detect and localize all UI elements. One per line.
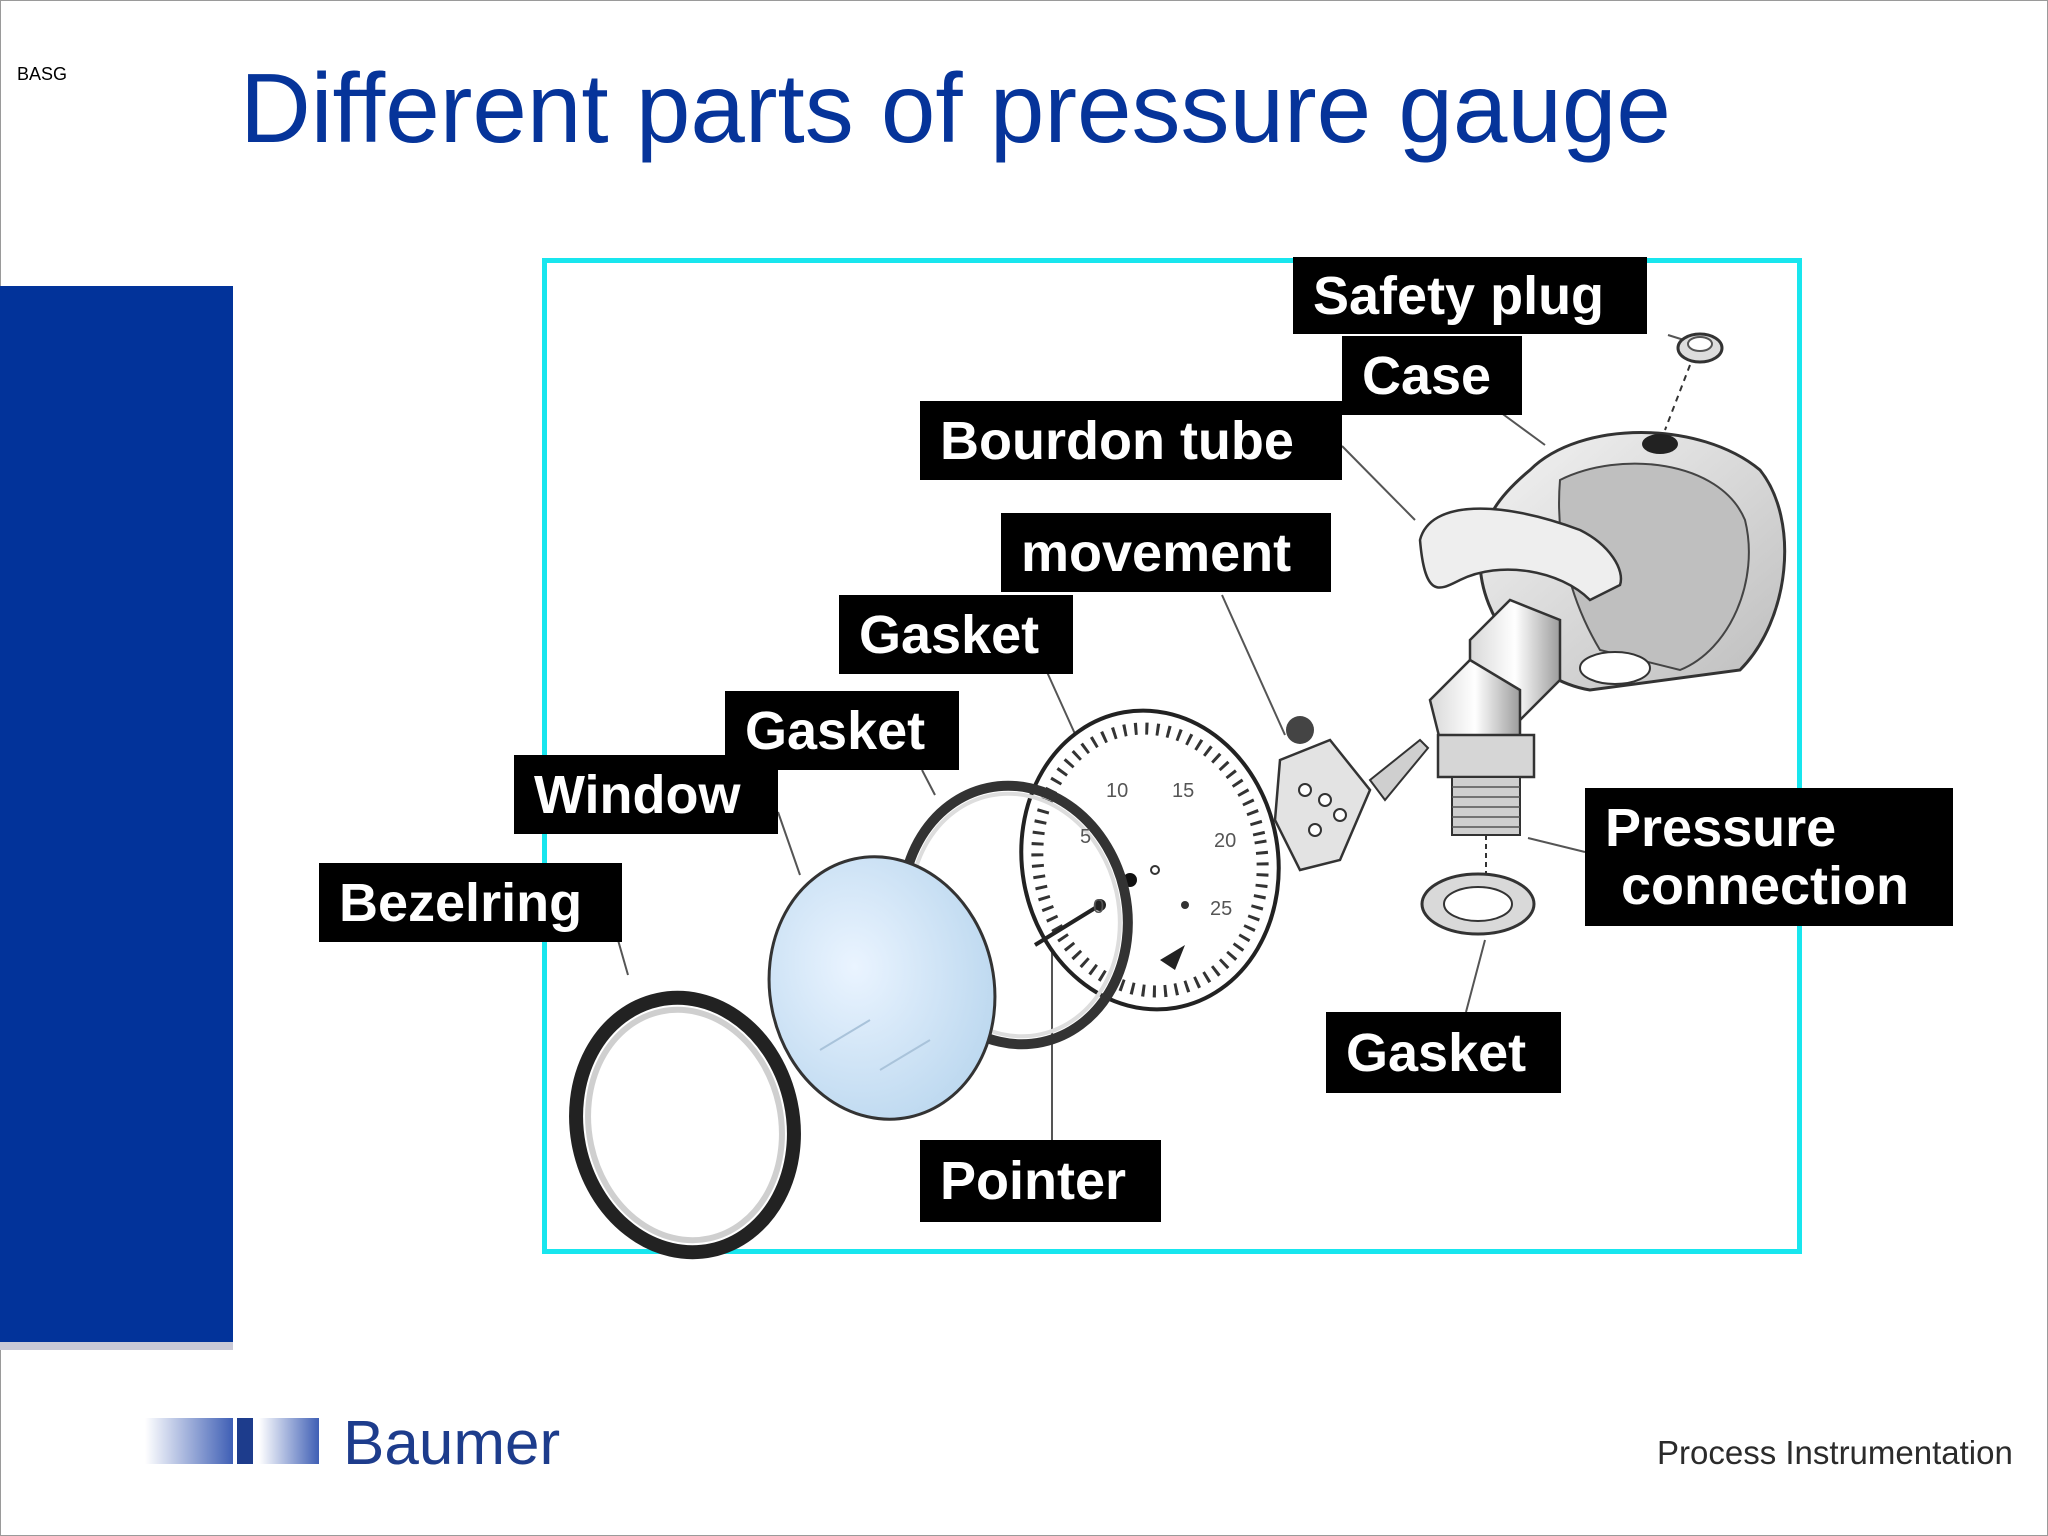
leader-window <box>777 811 801 876</box>
case-part <box>1418 431 1787 692</box>
label-bourdon-tube: Bourdon tube <box>920 401 1342 480</box>
gasket-lower-part <box>1420 872 1536 936</box>
label-movement: movement <box>1001 513 1331 592</box>
dial-tick-label: 5 <box>1080 826 1092 848</box>
bezelring-part <box>569 990 801 1260</box>
dial-tick-label: 15 <box>1172 780 1195 802</box>
dial-part <box>1019 708 1281 1012</box>
leader-gasket-lower <box>1465 939 1486 1013</box>
label-pointer: Pointer <box>920 1140 1161 1222</box>
label-gasket-lower: Gasket <box>1326 1012 1561 1093</box>
leader-bezelring <box>617 939 629 976</box>
corner-tag: BASG <box>17 64 68 84</box>
pointer-part <box>1033 899 1106 947</box>
baumer-logo-mark <box>145 1418 319 1464</box>
page-title: Different parts of pressure gauge <box>240 53 1671 163</box>
dial-tick-label: 0 <box>1093 896 1105 918</box>
leader-case <box>1499 411 1546 446</box>
dial-tick-label: 25 <box>1210 898 1233 920</box>
label-bezelring: Bezelring <box>319 863 622 942</box>
movement-part <box>1273 716 1430 872</box>
label-pressure-connection-line1: Pressure <box>1605 798 1837 858</box>
dial-tick-label: 20 <box>1214 830 1237 852</box>
sidebar-shadow <box>0 1342 233 1350</box>
leader-gasket-middle <box>921 769 936 796</box>
label-gasket-upper: Gasket <box>839 595 1073 674</box>
label-pressure-connection-line2: connection <box>1621 856 1910 916</box>
safety-plug-part <box>1664 332 1724 431</box>
leader-bourdon-tube <box>1341 445 1416 521</box>
leader-movement <box>1221 594 1286 736</box>
sidebar-band <box>0 286 233 1342</box>
leader-pressure-connection <box>1527 837 1586 853</box>
label-window: Window <box>514 755 778 834</box>
division-name: Process Instrumentation <box>1657 1434 2013 1471</box>
label-pressure-connection: Pressure connection <box>1585 788 1953 926</box>
dial-tick-label: 10 <box>1106 780 1129 802</box>
label-case: Case <box>1342 336 1522 415</box>
brand-name: Baumer <box>343 1409 561 1478</box>
window-part <box>767 855 997 1121</box>
bourdon-tube-part <box>1428 598 1562 880</box>
label-safety-plug: Safety plug <box>1293 257 1647 334</box>
